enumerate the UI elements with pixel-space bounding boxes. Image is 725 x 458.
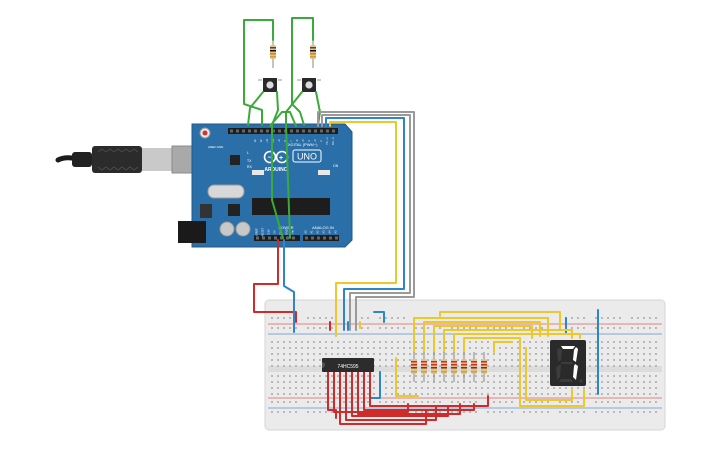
digital-pin-label: ~5 [301,139,305,143]
pushbutton-1[interactable] [258,78,282,92]
digital-pin-label: 2 [319,140,323,142]
header-pins [230,129,338,240]
segment-resistors[interactable] [411,352,487,382]
analog-pin-label: A3 [322,230,326,234]
power-header-label: POWER [278,225,293,230]
analog-pin-label: A0 [304,230,308,234]
usb-cable [55,145,201,174]
analog-pin-label: A1 [310,230,314,234]
segments [556,346,583,383]
segment-resistor[interactable] [471,352,477,382]
gnd-label: GND [217,145,225,149]
power-pin-label: 5V [273,230,277,233]
power-wires[interactable] [253,239,297,333]
seven-segment-display[interactable]: 7 [0,0,586,386]
pullup-resistor-2[interactable] [310,38,316,68]
digital-pin-label: ~9 [277,139,281,143]
power-pin-label: IOREF [255,228,259,236]
digital-pin-label: 12 [259,139,263,142]
displayed-digit: 7 [0,0,1,1]
pushbutton-2[interactable] [297,78,321,92]
power-pin-label: GND [285,229,289,235]
segment-resistor[interactable] [441,352,447,382]
brand-label: ARDUINO [264,167,287,173]
analog-header-label: ANALOG IN [312,225,334,230]
segment-resistor[interactable] [411,352,417,382]
svg-text:+: + [279,155,283,162]
digital-pin-label: 13 [253,139,257,142]
led-rx-label: RX [247,165,253,169]
digital-pin-label: RX←0 [331,137,335,145]
power-pin-label: RESET [261,227,265,236]
digital-pin-label: ~6 [295,139,299,143]
led-tx-label: TX [247,159,252,163]
led-l-label: L [247,151,249,155]
power-pin-label: 3.3V [267,229,271,235]
model-label: UNO [297,152,317,162]
segment-resistor[interactable] [481,352,487,382]
svg-text:−: − [268,155,272,162]
breadboard-short-wires[interactable] [329,309,599,399]
digital-header-label: DIGITAL (PWM~) [287,142,319,147]
segment-resistor[interactable] [461,352,467,382]
digital-pin-label: ~11 [265,138,269,143]
led-on-label: ON [333,164,339,168]
arduino-uno-board[interactable]: − + UNO ARDUINO DIGITAL (PWM~) POWER ANA… [178,123,353,248]
analog-pin-label: A2 [316,230,320,234]
chip-label: 74HC595 [337,364,358,370]
segment-resistor[interactable] [421,352,427,382]
analog-pin-label: A5 [334,230,338,234]
digital-pin-label: TX→1 [325,137,329,145]
shift-register-chip[interactable]: 74HC595 [322,358,374,372]
pullup-resistor-1[interactable] [270,38,276,68]
digital-pin-label: 8 [283,140,287,142]
signal-wires-to-shift-register[interactable] [317,111,415,337]
aref-label: AREF [208,145,216,149]
red-wires-bottom[interactable] [327,369,489,425]
digital-pin-label: 7 [289,140,293,142]
digital-pin-label: ~3 [313,139,317,143]
power-pin-label: Vin [291,230,295,234]
analog-pin-label: A4 [328,230,332,234]
segment-resistor[interactable] [451,352,457,382]
yellow-wires-segments[interactable] [395,311,585,407]
segment-resistor[interactable] [431,352,437,382]
digital-pin-label: 4 [307,140,311,142]
